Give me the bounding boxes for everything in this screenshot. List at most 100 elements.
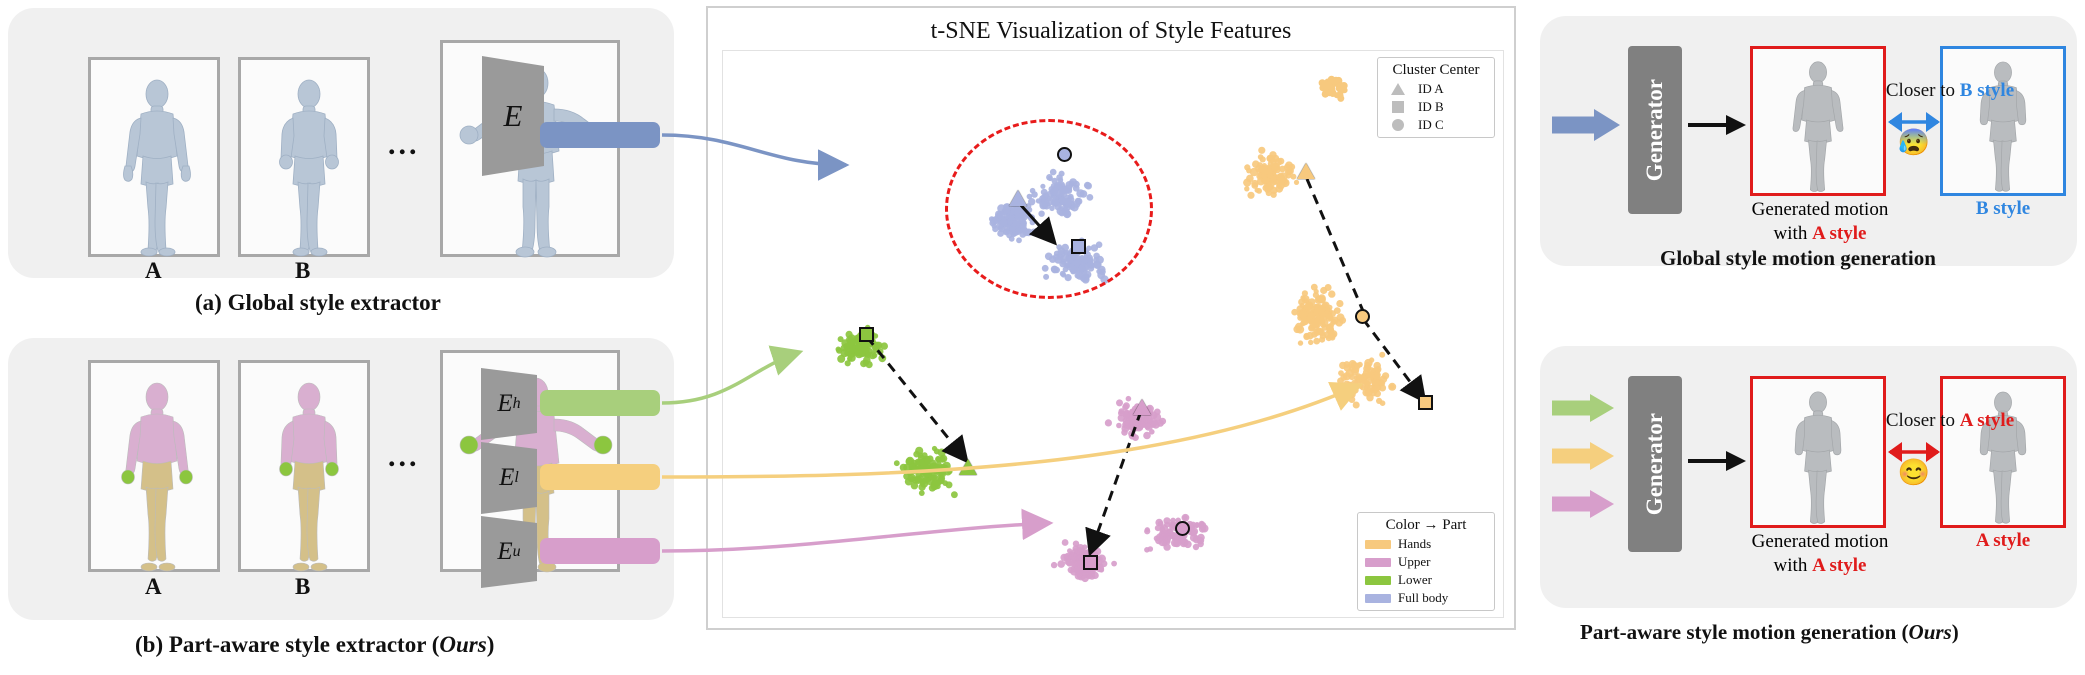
panel-d-compare-style: A style: [1959, 410, 2015, 431]
tsne-panel: t-SNE Visualization of Style Features: [706, 6, 1516, 630]
feature-bar-lower: [540, 464, 660, 490]
cluster-center-legend-row: ID C: [1385, 117, 1487, 133]
color-swatch-hands: [1365, 539, 1391, 549]
cluster-center-fullbody-id-b: [1071, 239, 1086, 254]
color-part-legend-row: Lower: [1365, 572, 1487, 588]
frame-label-b-panel-a: B: [295, 258, 311, 283]
cluster-center-legend-title: Cluster Center: [1392, 62, 1480, 78]
generated-caption-style: A style: [1812, 555, 1867, 576]
square-icon: [1385, 101, 1411, 113]
panel-d-compare-text: Closer to: [1885, 410, 1960, 431]
color-swatch-upper: [1365, 557, 1391, 567]
generated-motion-caption-part-aware: Generated motion with A style: [1700, 530, 1940, 578]
panel-d-input-arrows: [1552, 394, 1614, 518]
caption-panel-a: (a) Global style extractor: [195, 290, 441, 315]
circle-icon: [1385, 119, 1411, 131]
cluster-center-hands-id-a: [1297, 163, 1315, 179]
ellipsis-panel-b: ...: [388, 440, 420, 473]
caption-panel-b-plain: (b) Part-aware style extractor (: [135, 632, 440, 657]
cluster-center-legend-row: ID A: [1385, 81, 1487, 97]
b-style-reference-frame: [1940, 46, 2066, 196]
generator-global[interactable]: Generator: [1628, 46, 1682, 214]
encoder-upper-label-sub: u: [512, 543, 521, 560]
human-figure-parts: [121, 382, 193, 572]
arrow-hands-1: [1305, 178, 1365, 312]
arrow-lower: [865, 336, 969, 464]
motion-frame-a1: [88, 57, 220, 257]
panel-d-compare-arrow: [1888, 442, 1940, 462]
ellipsis-panel-a: ...: [388, 128, 420, 161]
generator-part-aware[interactable]: Generator: [1628, 376, 1682, 552]
panel-c-compare-label: Closer to B style: [1860, 80, 2040, 102]
cluster-center-fullbody-id-c: [1057, 147, 1072, 162]
panel-d-title-plain: Part-aware style motion generation (: [1580, 620, 1909, 644]
smiling-face-emoji: 😊: [1897, 458, 1931, 487]
color-part-legend-row: Upper: [1365, 554, 1487, 570]
feature-bar-upper: [540, 538, 660, 564]
generated-motion-frame-part-aware: [1750, 376, 1886, 528]
feature-bar-global: [540, 122, 660, 148]
color-swatch-lower: [1365, 575, 1391, 585]
generator-global-label: Generator: [1642, 78, 1667, 182]
cluster-center-legend-label: ID C: [1418, 117, 1444, 132]
color-swatch-fullbody: [1365, 593, 1391, 603]
generated-caption-style: A style: [1812, 223, 1867, 244]
cluster-center-legend-label: ID B: [1418, 99, 1444, 114]
motion-frame-a2: [88, 360, 220, 572]
cluster-center-upper-id-a: [1133, 399, 1151, 415]
motion-frame-b2: [238, 360, 370, 572]
color-part-legend-label: Full body: [1398, 590, 1449, 605]
color-part-legend: Color → Part Hands Upper Lower Full body: [1357, 512, 1495, 611]
a-style-reference-frame: [1940, 376, 2066, 528]
tsne-plot-area: Cluster Center ID A ID B ID C Color → Pa…: [722, 50, 1504, 618]
panel-c-compare-text: Closer to: [1885, 80, 1960, 101]
encoder-lower-label-text: E: [499, 464, 515, 491]
motion-frame-b1: [238, 57, 370, 257]
caption-panel-b-italic: Ours: [439, 632, 487, 657]
generated-caption-prefix: with: [1773, 223, 1813, 244]
encoder-hands-label-sub: h: [512, 395, 521, 412]
cluster-center-upper-id-c: [1175, 521, 1190, 536]
frame-label-a-panel-a: A: [145, 258, 162, 283]
panel-c-title: Global style motion generation: [1660, 246, 1936, 270]
a-style-label: A style: [1975, 530, 2031, 551]
cluster-center-lower-id-b: [859, 327, 874, 342]
cluster-center-fullbody-id-a: [1009, 190, 1027, 206]
generated-motion-frame-global: [1750, 46, 1886, 196]
generated-caption-line1: Generated motion: [1751, 531, 1889, 552]
encoder-hands-label-text: E: [497, 390, 513, 417]
cluster-center-hands-id-c: [1355, 309, 1370, 324]
generator-part-aware-label: Generator: [1642, 412, 1667, 516]
color-part-legend-title: Color → Part: [1385, 517, 1467, 533]
cluster-center-hands-id-b: [1418, 395, 1433, 410]
worried-face-emoji: 😰: [1897, 128, 1931, 157]
encoder-global-label: E: [478, 56, 548, 176]
panel-c-compare-arrow: [1888, 112, 1940, 132]
triangle-icon: [1385, 83, 1411, 95]
panel-d-to-output-arrow: [1688, 451, 1746, 471]
arrow-upper: [1085, 410, 1143, 557]
color-part-legend-label: Lower: [1398, 572, 1432, 587]
caption-panel-b: (b) Part-aware style extractor (Ours): [135, 632, 494, 658]
panel-d-title-italic: Ours: [1908, 620, 1952, 644]
feature-bar-hands: [540, 390, 660, 416]
frame-label-a-panel-b: A: [145, 574, 162, 599]
human-figure-gray: [1792, 61, 1844, 192]
cluster-center-legend-label: ID A: [1418, 81, 1444, 96]
human-figure-gray: [1979, 61, 2027, 192]
cluster-center-upper-id-b: [1083, 555, 1098, 570]
color-part-legend-row: Full body: [1365, 590, 1487, 606]
encoder-upper-label-text: E: [497, 538, 513, 565]
human-figure-blue: [123, 79, 191, 257]
generated-caption-prefix: with: [1773, 555, 1813, 576]
panel-c-to-output-arrow: [1688, 115, 1746, 135]
encoder-label-text: E: [503, 98, 523, 133]
color-part-legend-label: Upper: [1398, 554, 1431, 569]
tsne-title: t-SNE Visualization of Style Features: [930, 18, 1292, 44]
panel-d-compare-label: Closer to A style: [1860, 410, 2040, 432]
